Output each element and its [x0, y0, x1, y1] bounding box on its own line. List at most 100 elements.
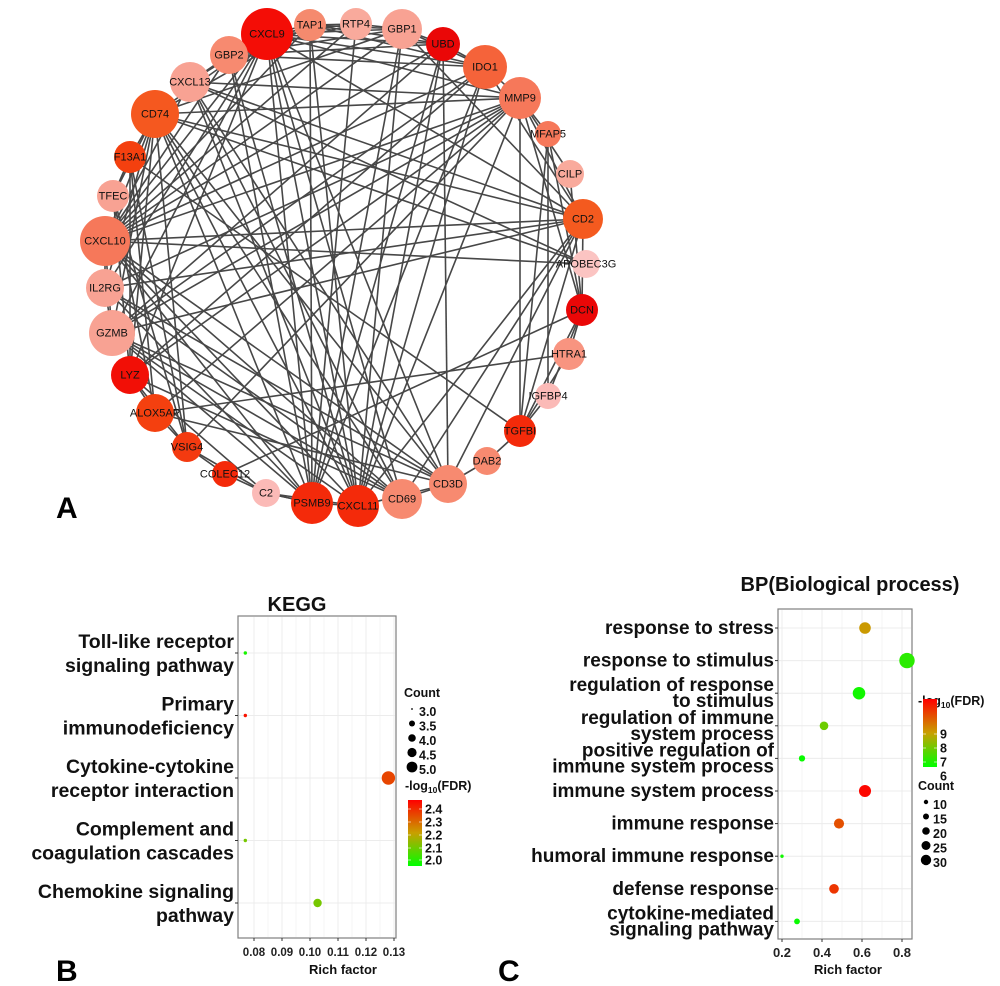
category-label: immune system process: [552, 781, 774, 802]
network-edge: [111, 97, 521, 334]
data-point[interactable]: [899, 652, 915, 669]
legend-size-label: 5.0: [419, 763, 436, 777]
network-node-circle[interactable]: [340, 8, 372, 40]
network-node-circle[interactable]: [473, 447, 501, 475]
network-node[interactable]: LYZ: [111, 356, 149, 394]
network-node-label: IL2RG: [89, 283, 121, 295]
network-node[interactable]: CD3D: [429, 465, 467, 503]
network-node-circle[interactable]: [241, 8, 293, 60]
data-point[interactable]: [243, 651, 248, 655]
data-point[interactable]: [794, 918, 800, 925]
network-edge: [519, 133, 549, 432]
network-node-circle[interactable]: [535, 121, 561, 147]
network-node-circle[interactable]: [563, 199, 603, 239]
data-point[interactable]: [798, 755, 806, 762]
network-node[interactable]: TAP1: [294, 9, 326, 41]
data-point[interactable]: [833, 818, 845, 829]
network-node-circle[interactable]: [89, 310, 135, 356]
network-node[interactable]: RTP4: [340, 8, 372, 40]
legend-size-key: [409, 720, 415, 727]
network-node-circle[interactable]: [86, 269, 124, 307]
network-node[interactable]: TGFBI: [504, 415, 536, 447]
network-node-circle[interactable]: [553, 338, 585, 370]
network-node[interactable]: F13A1: [114, 141, 146, 173]
data-point[interactable]: [858, 784, 872, 798]
network-node[interactable]: CXCL9: [241, 8, 293, 60]
network-edge: [189, 81, 584, 220]
network-node[interactable]: MFAP5: [530, 121, 566, 147]
network-node-circle[interactable]: [252, 479, 280, 507]
data-point[interactable]: [819, 721, 829, 731]
network-node-circle[interactable]: [291, 482, 333, 524]
data-point[interactable]: [243, 838, 248, 843]
network-node-circle[interactable]: [136, 394, 174, 432]
network-node[interactable]: CILP: [556, 160, 584, 188]
network-node-label: TGFBI: [504, 426, 536, 438]
network-node-circle[interactable]: [212, 461, 238, 487]
network-node-circle[interactable]: [170, 62, 210, 102]
network-node[interactable]: CXCL10: [80, 216, 130, 266]
network-node[interactable]: C2: [252, 479, 280, 507]
network-node-label: MMP9: [504, 93, 536, 105]
network-node-circle[interactable]: [535, 383, 561, 409]
network-node[interactable]: VSIG4: [171, 432, 203, 462]
data-point[interactable]: [243, 713, 248, 718]
network-node[interactable]: ALOX5AP: [130, 394, 180, 432]
network-node[interactable]: CD2: [563, 199, 603, 239]
bp-title: BP(Biological process): [741, 574, 960, 596]
network-edge: [311, 23, 357, 504]
data-point[interactable]: [852, 686, 866, 700]
network-node-label: CXCL10: [84, 236, 126, 248]
network-node-circle[interactable]: [114, 141, 146, 173]
network-node[interactable]: TFEC: [97, 180, 129, 212]
network-node[interactable]: CD69: [382, 479, 422, 519]
network-node-circle[interactable]: [294, 9, 326, 41]
network-node-circle[interactable]: [572, 250, 600, 278]
network-node-circle[interactable]: [210, 36, 248, 74]
network-node[interactable]: CXCL11: [337, 485, 379, 527]
network-node[interactable]: GBP2: [210, 36, 248, 74]
network-node-circle[interactable]: [131, 90, 179, 138]
network-node[interactable]: APOBEC3G: [556, 250, 617, 278]
network-node-circle[interactable]: [429, 465, 467, 503]
network-node-circle[interactable]: [97, 180, 129, 212]
network-node[interactable]: HTRA1: [551, 338, 587, 370]
network-node[interactable]: GZMB: [89, 310, 135, 356]
network-node-circle[interactable]: [556, 160, 584, 188]
network-node-circle[interactable]: [80, 216, 130, 266]
network-node[interactable]: IDO1: [463, 45, 507, 89]
network-node[interactable]: PSMB9: [291, 482, 333, 524]
data-point[interactable]: [381, 771, 396, 785]
network-node-circle[interactable]: [566, 294, 598, 326]
category-label: Complement and: [76, 819, 234, 841]
network-node[interactable]: IL2RG: [86, 269, 124, 307]
legend-size-key: [920, 854, 932, 866]
network-node-circle[interactable]: [499, 77, 541, 119]
network-node-circle[interactable]: [382, 9, 422, 49]
network-edge: [154, 97, 521, 414]
legend-size-label: 3.0: [419, 705, 436, 719]
network-node-circle[interactable]: [172, 432, 202, 462]
network-node-circle[interactable]: [337, 485, 379, 527]
data-point[interactable]: [859, 622, 871, 634]
network-node[interactable]: IGFBP4: [528, 383, 568, 409]
network-edge: [104, 287, 449, 485]
network-node-circle[interactable]: [382, 479, 422, 519]
data-point[interactable]: [829, 883, 839, 894]
network-node[interactable]: MMP9: [499, 77, 541, 119]
network-node-circle[interactable]: [111, 356, 149, 394]
network-node[interactable]: DAB2: [473, 447, 502, 475]
data-point[interactable]: [313, 898, 322, 908]
network-node[interactable]: UBD: [426, 27, 460, 61]
network-node[interactable]: GBP1: [382, 9, 422, 49]
network-node[interactable]: COLEC12: [200, 461, 250, 487]
network-node-circle[interactable]: [463, 45, 507, 89]
data-point[interactable]: [780, 854, 784, 858]
network-node-circle[interactable]: [426, 27, 460, 61]
network-node[interactable]: CXCL13: [169, 62, 211, 102]
network-node-circle[interactable]: [504, 415, 536, 447]
legend-size-key: [407, 747, 417, 758]
network-node[interactable]: DCN: [566, 294, 598, 326]
network-node[interactable]: CD74: [131, 90, 179, 138]
